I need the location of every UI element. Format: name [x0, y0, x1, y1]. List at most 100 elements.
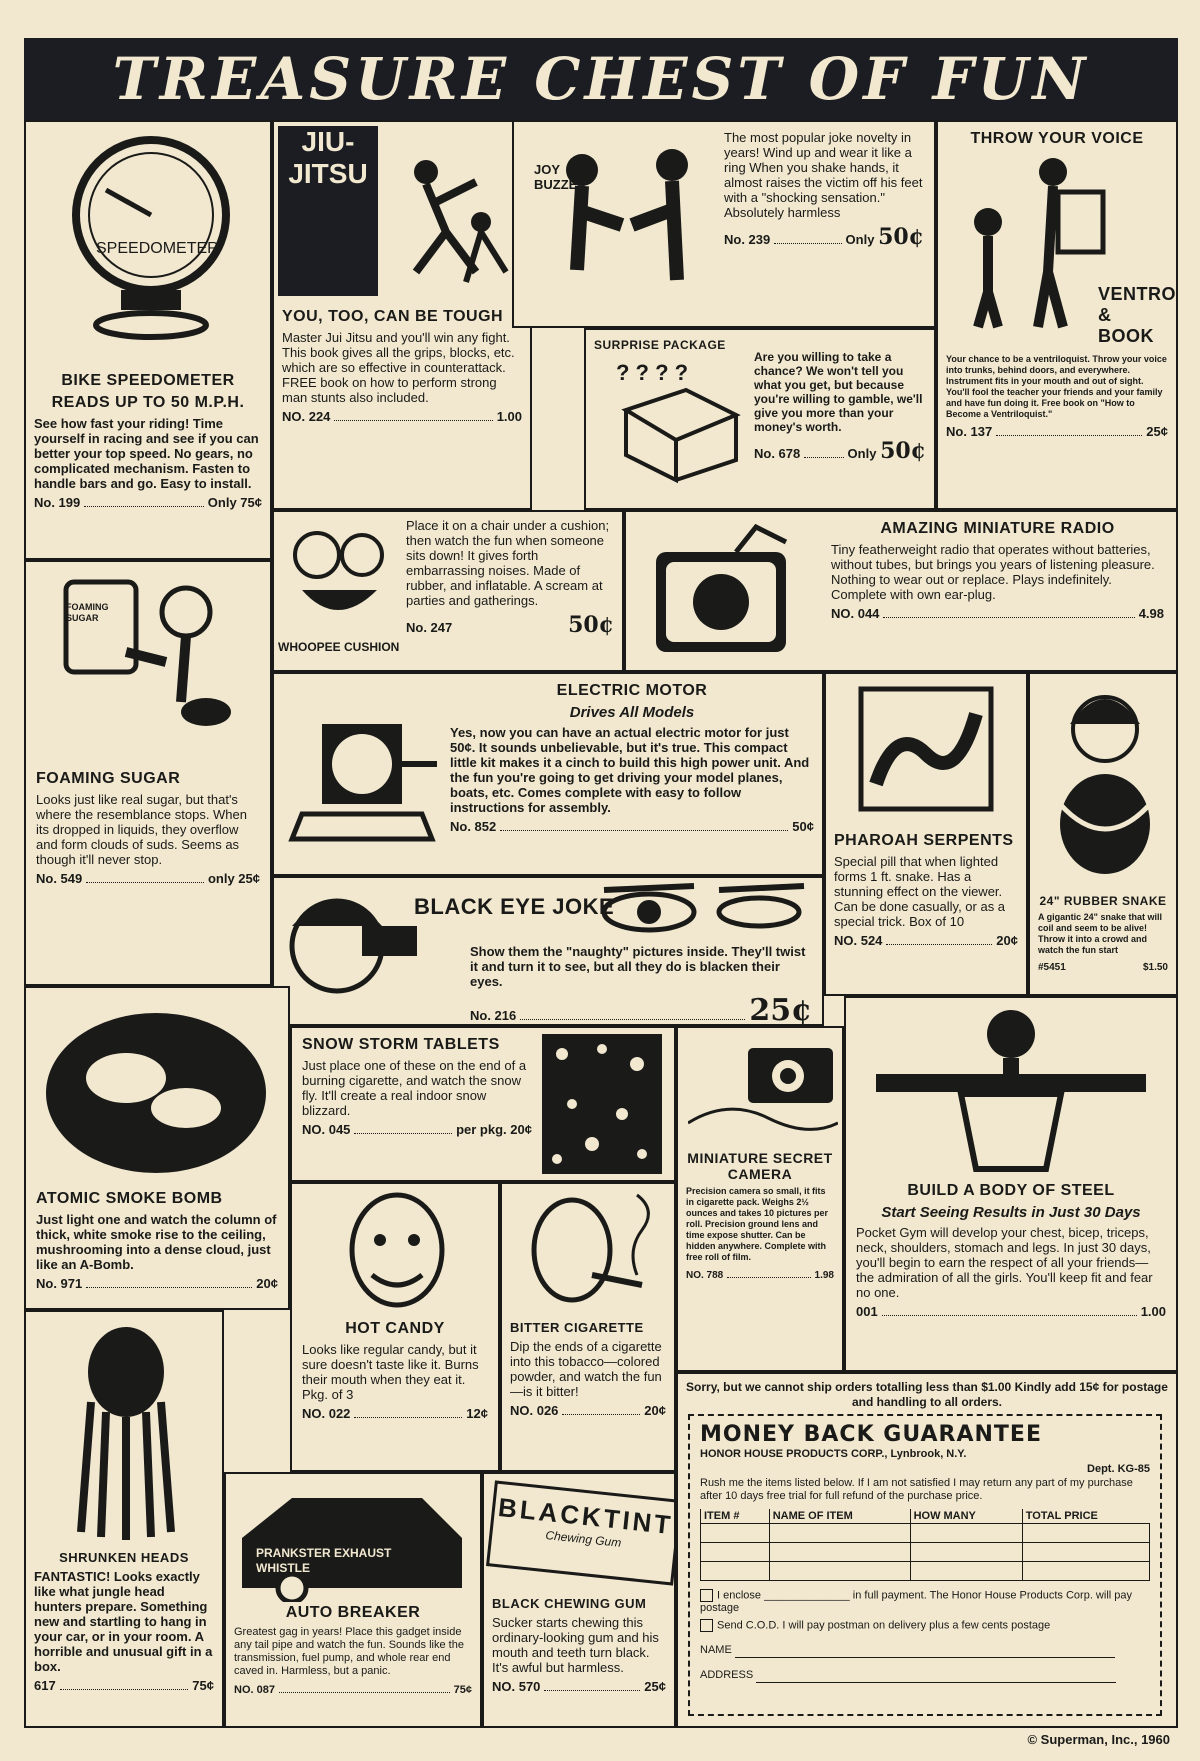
address-field[interactable]: ADDRESS — [700, 1668, 1150, 1683]
ad-heading: BIKE SPEEDOMETER — [61, 372, 235, 389]
ad-joybuzzer: JOY BUZZER The most popular joke novelty… — [512, 120, 936, 328]
ad-heading: ATOMIC SMOKE BOMB — [36, 1190, 223, 1207]
order-line: NO. 570 25¢ — [492, 1679, 666, 1694]
whoopee-illustration — [282, 520, 392, 630]
ad-blackeye: BLACK EYE JOKE Show them the "naughty" p… — [272, 876, 824, 1026]
serpent-illustration — [856, 684, 996, 814]
column-item-number: ITEM # — [700, 1509, 770, 1524]
ad-description: Master Jui Jitsu and you'll win any figh… — [282, 330, 515, 405]
ad-heading: BITTER CIGARETTE — [510, 1320, 644, 1335]
ad-heading: BLACK CHEWING GUM — [492, 1596, 647, 1611]
item-number: No. 247 — [406, 620, 453, 635]
radio-illustration — [636, 522, 806, 662]
snake-woman-illustration — [1040, 684, 1170, 884]
ad-description: Tiny featherweight radio that operates w… — [831, 542, 1155, 602]
order-row[interactable] — [700, 1542, 1151, 1562]
ad-subheading: Start Seeing Results in Just 30 Days — [881, 1204, 1141, 1221]
binoculars-illustration — [282, 886, 422, 1016]
ad-heading: SHRUNKEN HEADS — [59, 1550, 189, 1565]
ad-autobreaker: PRANKSTER EXHAUST WHISTLE AUTO BREAKER G… — [224, 1472, 482, 1728]
smoke-cloud-illustration — [36, 998, 276, 1188]
snow-scene-illustration — [542, 1034, 662, 1174]
ad-description: The most popular joke novelty in years! … — [724, 130, 923, 220]
order-line: No. 247 50¢ — [406, 612, 614, 638]
hotcandy-face-illustration — [332, 1190, 462, 1310]
ad-hotcandy: HOT CANDY Looks like regular candy, but … — [290, 1182, 500, 1472]
order-row[interactable] — [700, 1561, 1151, 1581]
item-number: No. 216 — [470, 1008, 517, 1023]
enclose-checkbox[interactable] — [700, 1589, 713, 1602]
item-number: No. 239 — [724, 232, 771, 247]
ad-description: Your chance to be a ventriloquist. Throw… — [946, 354, 1167, 419]
jar-label: FOAMING SUGAR — [66, 602, 109, 623]
order-line: 617 75¢ — [34, 1678, 214, 1693]
motor-illustration — [282, 684, 442, 854]
company-address: HONOR HOUSE PRODUCTS CORP., Lynbrook, N.… — [700, 1448, 967, 1460]
order-coupon: MONEY BACK GUARANTEE HONOR HOUSE PRODUCT… — [688, 1414, 1162, 1716]
car-illustration — [232, 1478, 472, 1602]
order-instructions: Rush me the items listed below. If I am … — [700, 1477, 1133, 1502]
ad-page: TREASURE CHEST OF FUN SPEEDOMETER BIKE S… — [24, 38, 1178, 1728]
item-number: No. 852 — [450, 819, 497, 834]
item-number: NO. 788 — [686, 1270, 724, 1281]
payment-option-cod[interactable]: Send C.O.D. I will pay postman on delive… — [700, 1619, 1150, 1633]
item-price: 1.00 — [496, 409, 522, 424]
copyright: © Superman, Inc., 1960 — [1027, 1732, 1170, 1747]
ad-gum: BLACKTINT Chewing Gum BLACK CHEWING GUM … — [482, 1472, 676, 1728]
ad-heading: BUILD A BODY OF STEEL — [907, 1182, 1115, 1199]
item-number: NO. 570 — [492, 1679, 541, 1694]
camera-illustration — [688, 1038, 838, 1138]
item-number: NO. 022 — [302, 1406, 351, 1421]
payment-option-cod-label: Send C.O.D. I will pay postman on delive… — [717, 1619, 1051, 1632]
order-line: #5451 $1.50 — [1038, 960, 1168, 973]
address-label: ADDRESS — [700, 1668, 754, 1681]
name-field[interactable]: NAME — [700, 1643, 1150, 1658]
ad-snowstorm: SNOW STORM TABLETS Just place one of the… — [290, 1026, 676, 1182]
item-price: 50¢ — [568, 612, 614, 638]
order-line: NO. 224 1.00 — [282, 409, 522, 424]
ad-description: Pocket Gym will develop your chest, bice… — [856, 1225, 1153, 1300]
order-line: No. 678 Only 50¢ — [754, 438, 926, 464]
cod-checkbox[interactable] — [700, 1619, 713, 1633]
price-prefix: per pkg. — [456, 1122, 507, 1137]
item-price: 1.00 — [1140, 1304, 1166, 1319]
wrestlers-illustration — [386, 142, 516, 292]
order-form-section: Sorry, but we cannot ship orders totalli… — [676, 1372, 1178, 1728]
ad-heading: PHAROAH SERPENTS — [834, 832, 1014, 849]
name-label: NAME — [700, 1643, 732, 1656]
ad-description: A gigantic 24" snake that will coil and … — [1038, 912, 1162, 955]
ad-ventro: THROW YOUR VOICE Ventro & Book Your chan… — [936, 120, 1178, 510]
car-sign: PRANKSTER EXHAUST WHISTLE — [256, 1546, 392, 1575]
order-line: 001 1.00 — [856, 1304, 1166, 1319]
column-quantity: HOW MANY — [909, 1509, 1023, 1524]
item-price: 20¢ — [256, 1276, 278, 1291]
ad-heading: BLACK EYE JOKE — [414, 894, 615, 919]
price-prefix: Only — [847, 446, 877, 461]
ad-description: Looks just like real sugar, but that's w… — [36, 792, 247, 867]
order-line: NO. 045 per pkg. 20¢ — [302, 1122, 532, 1137]
item-number: No. 971 — [36, 1276, 83, 1291]
item-price: 20¢ — [644, 1403, 666, 1418]
order-row[interactable] — [700, 1523, 1151, 1543]
item-price: 20¢ — [510, 1122, 532, 1137]
item-number: No. 678 — [754, 446, 801, 461]
ad-description: Looks like regular candy, but it sure do… — [302, 1342, 479, 1402]
item-number: NO. 087 — [234, 1684, 275, 1696]
order-line: No. 852 50¢ — [450, 819, 814, 834]
guarantee-title: MONEY BACK GUARANTEE — [700, 1422, 1042, 1447]
ad-heading: THROW YOUR VOICE — [970, 130, 1144, 147]
ad-jiujitsu: JIU-JITSU YOU, TOO, CAN BE TOUGH Master … — [272, 120, 532, 510]
payment-option-enclose[interactable]: I enclose ______________ in full payment… — [700, 1589, 1150, 1615]
ad-description: FANTASTIC! Looks exactly like what jungl… — [34, 1569, 213, 1674]
item-number: NO. 524 — [834, 933, 883, 948]
ad-serpents: PHAROAH SERPENTS Special pill that when … — [824, 672, 1028, 996]
item-price: 4.98 — [1138, 606, 1164, 621]
item-price: 1.98 — [814, 1270, 834, 1281]
book-title: JIU-JITSU — [288, 126, 368, 189]
ventriloquist-illustration — [958, 152, 1108, 332]
ad-description: Greatest gag in years! Place this gadget… — [234, 1626, 464, 1677]
item-number: NO. 026 — [510, 1403, 559, 1418]
ad-body: BUILD A BODY OF STEEL Start Seeing Resul… — [844, 996, 1178, 1372]
order-line: NO. 022 12¢ — [302, 1406, 488, 1421]
payment-option-enclose-label: I enclose ______________ in full payment… — [700, 1589, 1132, 1615]
